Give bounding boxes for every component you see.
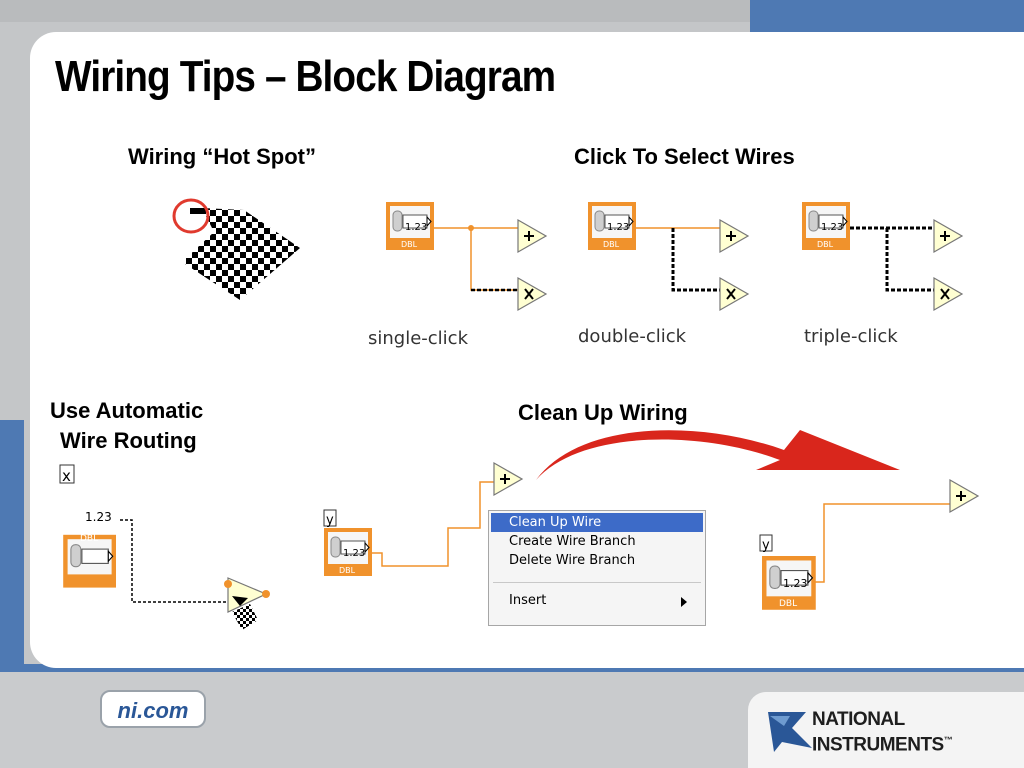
ni-com-link-label: ni.com [117, 698, 189, 723]
terminal-value: 1.23 [405, 222, 427, 233]
terminal-value: 1.23 [607, 222, 629, 233]
wiring-spool-cursor-icon [172, 198, 300, 300]
terminal-type: DBL [339, 566, 356, 575]
single-click-caption: single-click [368, 328, 469, 349]
terminal-type: DBL [603, 240, 620, 249]
terminal-value: 1.23 [821, 222, 843, 233]
terminal-type: DBL [779, 599, 797, 609]
triple-click-caption: triple-click [804, 326, 898, 347]
double-click-diagram [587, 201, 749, 311]
terminal-type: DBL [80, 534, 98, 544]
menu-item-clean-up-wire[interactable]: Clean Up Wire [491, 513, 703, 532]
clean-up-before-y-label: y [326, 513, 334, 528]
auto-routing-diagram: x [59, 464, 270, 630]
ni-logo-wordmark: NATIONAL INSTRUMENTS™ [812, 709, 953, 756]
auto-routing-heading-line1: Use Automatic [50, 398, 204, 423]
auto-routing-x-label: x [62, 467, 71, 485]
slide-title: Wiring Tips – Block Diagram [55, 52, 556, 101]
single-click-diagram [385, 201, 547, 311]
triple-click-diagram [801, 201, 963, 311]
ni-logo-line2: INSTRUMENTS [812, 734, 944, 756]
terminal-value: 1.23 [85, 510, 112, 524]
context-menu: Clean Up Wire Create Wire Branch Delete … [488, 510, 706, 626]
menu-item-create-wire-branch[interactable]: Create Wire Branch [509, 534, 636, 549]
clean-up-after-y-label: y [762, 538, 770, 553]
terminal-type: DBL [817, 240, 834, 249]
terminal-type: DBL [401, 240, 418, 249]
top-accent-band [750, 0, 1024, 32]
menu-item-insert-label: Insert [509, 593, 547, 608]
menu-separator [493, 582, 701, 583]
terminal-value: 1.23 [783, 577, 808, 590]
ni-logo-trademark: ™ [943, 735, 953, 745]
submenu-arrow-icon [681, 597, 687, 607]
menu-item-insert[interactable]: Insert [491, 591, 703, 610]
left-accent-band [0, 420, 24, 680]
hot-spot-heading: Wiring “Hot Spot” [128, 144, 316, 169]
menu-item-delete-wire-branch[interactable]: Delete Wire Branch [509, 553, 636, 568]
clean-up-heading: Clean Up Wiring [518, 400, 688, 425]
ni-com-link[interactable]: ni.com [100, 690, 206, 728]
select-wires-heading: Click To Select Wires [574, 144, 795, 169]
clean-up-after-diagram: y [759, 479, 979, 611]
clean-up-before-diagram: y [323, 462, 523, 577]
auto-routing-heading-line2: Wire Routing [60, 428, 197, 453]
ni-logo-line1: NATIONAL [812, 709, 905, 730]
terminal-labels: 1.23 DBL 1.23 DBL 1.23 DBL 1.23 DBL 1.23… [80, 222, 843, 609]
terminal-value: 1.23 [343, 548, 365, 559]
double-click-caption: double-click [578, 326, 687, 347]
red-curved-arrow-icon [536, 430, 900, 480]
